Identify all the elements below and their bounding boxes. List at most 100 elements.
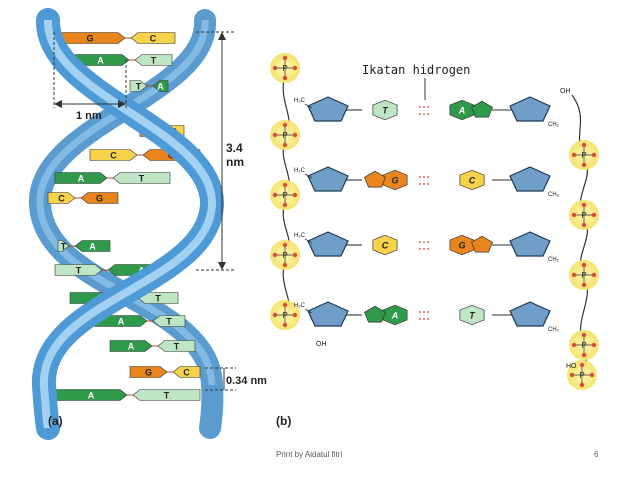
base-letter: G [391, 176, 398, 186]
base-letter: G [86, 34, 93, 44]
phosphate-right: P [569, 330, 599, 360]
helix-base-left: A [109, 340, 153, 352]
base-letter: A [78, 174, 85, 184]
ladder-base-right: A [449, 99, 493, 121]
rise-label: 0.34 nm [226, 375, 267, 387]
bottom-left-oh: OH [316, 341, 327, 348]
ladder-base-left: T [372, 99, 398, 121]
helix-base-right: T [132, 389, 201, 401]
width-arrow-head-right [118, 100, 126, 108]
hbond-dot [129, 59, 131, 61]
oxygen-atom [591, 152, 597, 158]
helix-base-right: G [80, 192, 119, 204]
phosphorus-label: P [282, 64, 287, 73]
hbond-dot [171, 371, 173, 373]
oxygen-atom [571, 272, 577, 278]
oxygen-atom [581, 332, 587, 338]
hbond-dot [129, 37, 131, 39]
oxygen-atom [292, 192, 298, 198]
hbond-dot [147, 320, 149, 322]
phosphorus-label: P [581, 341, 586, 350]
hbond-dot [423, 183, 425, 185]
phosphate-right: P [569, 260, 599, 290]
helix-base-left: G [129, 366, 168, 378]
width-arrow-head-left [54, 100, 62, 108]
hbond-dot [427, 241, 429, 243]
ladder-base-left: A [364, 304, 408, 326]
oxygen-atom [282, 75, 288, 81]
hbond-dot [419, 248, 421, 250]
hbond-dot [427, 311, 429, 313]
helix-base-right: T [134, 54, 173, 66]
hbond-dot [71, 245, 73, 247]
hbond-dot [419, 113, 421, 115]
hbond-dot [104, 269, 106, 271]
base-letter: T [139, 174, 145, 184]
panel-b-label: (b) [276, 414, 291, 428]
oxygen-atom [589, 372, 595, 378]
helix-front-strand-highlight [39, 19, 217, 429]
hbond-dot [151, 85, 153, 87]
base-letter: T [61, 242, 67, 252]
hbond-dot [149, 85, 151, 87]
oxygen-atom [292, 252, 298, 258]
right-sugar [509, 96, 551, 122]
oxygen-atom [581, 262, 587, 268]
hbond-dot [423, 176, 425, 178]
hbond-dot [137, 154, 139, 156]
phosphate-right: P [569, 140, 599, 170]
ch2-label: CH₂ [548, 327, 560, 333]
phosphate-left: P [270, 300, 300, 330]
ladder-base-left: G [364, 169, 408, 191]
hbond-dot [75, 197, 77, 199]
base-letter: T [164, 391, 170, 401]
helix-base-right: T [152, 315, 186, 327]
width-label: 1 nm [76, 110, 102, 122]
hbond-dot [427, 183, 429, 185]
hbond-dot [131, 394, 133, 396]
phosphorus-label: P [581, 211, 586, 220]
hbond-dot [147, 85, 149, 87]
hbond-dot [427, 248, 429, 250]
oxygen-atom [581, 162, 587, 168]
phosphorus-label: P [282, 191, 287, 200]
base-letter: T [151, 56, 157, 66]
phosphorus-label: P [579, 371, 584, 380]
phosphorus-label: P [282, 251, 287, 260]
base-letter: T [166, 317, 172, 327]
oxygen-atom [581, 282, 587, 288]
ch2-label: CH₂ [548, 122, 560, 128]
helix-base-left: A [54, 172, 108, 184]
helix-base-right: A [74, 240, 111, 252]
oxygen-atom [591, 212, 597, 218]
oxygen-atom [272, 65, 278, 71]
pitch-arrow-head-bottom [218, 262, 226, 270]
ch2-label: CH₂ [548, 192, 560, 198]
ch2-label: CH₂ [548, 257, 560, 263]
base-letter: T [382, 106, 389, 116]
hbond-dot [423, 248, 425, 250]
helix-base-left: T [54, 264, 103, 276]
hbond-dot [419, 183, 421, 185]
base-letter: A [458, 106, 466, 116]
hbond-dot [427, 176, 429, 178]
base-letter: T [76, 266, 82, 276]
oxygen-atom [282, 55, 288, 61]
helix-base-right: T [112, 172, 171, 184]
hbond-dot [111, 177, 113, 179]
hbond-dot [133, 59, 135, 61]
hbond-dot [419, 241, 421, 243]
hbond-dot [129, 394, 131, 396]
bottom-right-ho: HO [566, 363, 577, 370]
oxygen-atom [579, 382, 585, 388]
right-sugar [509, 231, 551, 257]
oxygen-atom [581, 222, 587, 228]
pitch-label-top: 3.4 [226, 141, 243, 155]
hbond-dot [423, 106, 425, 108]
